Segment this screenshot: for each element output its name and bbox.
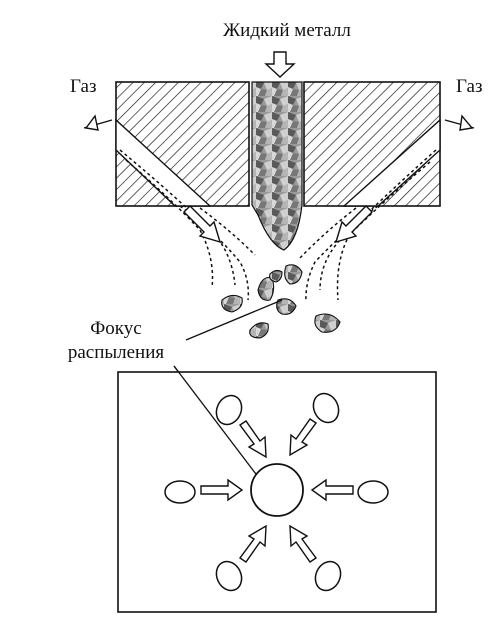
droplet [284, 264, 303, 285]
gas-jet-arrow-right-icon [334, 205, 373, 244]
droplet [276, 298, 297, 315]
droplet [249, 322, 269, 339]
liquid-metal-label: Жидкий металл [223, 20, 351, 41]
metal-stream [251, 81, 303, 251]
droplet-oval [164, 480, 196, 504]
focus-circle [250, 463, 304, 517]
arrow-up-left-icon [289, 524, 317, 563]
focus-label-line2: распыления [68, 342, 165, 363]
gas-jet-arrow-left-icon [183, 205, 222, 244]
inflow-arrow-icon [264, 51, 296, 78]
droplet-oval [215, 394, 243, 426]
arrow-left-icon [310, 478, 354, 502]
droplet [314, 313, 341, 333]
arrow-down-right-icon [239, 420, 267, 459]
gas-flow-lines [119, 149, 437, 303]
gas-label-right: Газ [456, 76, 482, 97]
gas-label-left: Газ [70, 76, 96, 97]
droplet-oval [357, 480, 389, 504]
arrow-right-icon [200, 478, 244, 502]
droplet [257, 276, 275, 301]
droplets [221, 264, 341, 339]
droplet-oval [314, 560, 342, 592]
inward-arrows [200, 418, 354, 563]
outer-droplets [164, 392, 389, 592]
focus-label-line1: Фокус [90, 318, 141, 339]
droplet [221, 294, 243, 313]
arrow-down-left-icon [289, 418, 317, 457]
nozzle-block [115, 81, 441, 207]
gas-nozzle-left-icon [83, 114, 113, 131]
gas-nozzle-right-icon [444, 114, 475, 131]
droplet-oval [215, 560, 243, 592]
focus-leader-line-top [185, 299, 283, 341]
droplet [269, 269, 283, 283]
droplet-oval [312, 392, 340, 424]
arrow-up-right-icon [239, 524, 267, 563]
